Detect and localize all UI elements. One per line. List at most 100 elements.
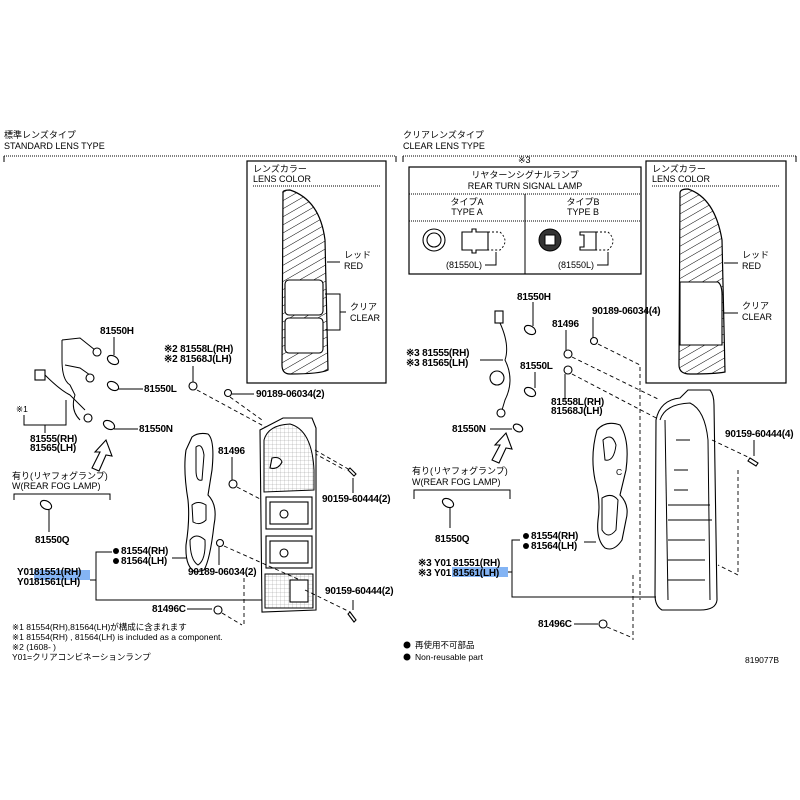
part-81550N[interactable]: 81550N	[452, 424, 486, 435]
left-lens-clear-area-2	[284, 317, 324, 354]
part-81550L[interactable]: 81550L	[144, 384, 177, 395]
part-81496C[interactable]: 81496C	[152, 604, 186, 615]
note-1-jp: ※1 81554(RH),81564(LH)が構成に含まれます	[12, 622, 187, 632]
part-81555[interactable]: ※3 81555(RH)	[406, 348, 469, 359]
non-reusable-dot-icon	[113, 558, 119, 564]
non-reusable-dot-icon	[523, 533, 529, 539]
part-90159[interactable]: 90159-60444(4)	[725, 429, 794, 440]
screw-90189-icon	[215, 538, 225, 548]
screw-90159-icon	[347, 467, 357, 477]
lens-red-jp: レッド	[344, 250, 371, 260]
bulb-81550Q-icon	[441, 497, 455, 509]
part-81550N[interactable]: 81550N	[139, 424, 173, 435]
type-a-en: TYPE A	[451, 207, 483, 217]
selected-part-highlight	[452, 567, 508, 577]
bulb-81550N-icon	[102, 419, 116, 431]
type-a-bulb-ref[interactable]: (81550L)	[446, 260, 482, 270]
fog-lamp-en: W(REAR FOG LAMP)	[12, 481, 101, 491]
part-81561-prefix: Y01	[17, 577, 35, 588]
part-81561[interactable]: 81561(LH)	[34, 577, 80, 588]
screw-90159-icon	[347, 611, 357, 623]
turn-signal-title-en: REAR TURN SIGNAL LAMP	[468, 181, 583, 191]
connector-icon	[34, 369, 46, 381]
lens-color-title-jp: レンズカラー	[652, 163, 706, 174]
bulb-type-a-icon	[461, 228, 489, 254]
right-wire-harness-81555	[489, 310, 511, 418]
part-81496[interactable]: 81496	[552, 319, 580, 330]
clip-81496-icon	[228, 479, 238, 489]
screw-90189-icon	[223, 388, 233, 398]
right-title-jp: クリアレンズタイプ	[403, 129, 484, 140]
part-81558L[interactable]: 81558L(RH)	[551, 397, 604, 408]
left-tail-lamp-assembly	[259, 417, 317, 613]
note3-mark: ※3	[518, 155, 531, 165]
left-lens-color-box: レンズカラー LENS COLOR レッド RED クリア CLEAR	[246, 160, 387, 384]
type-b-bulb-ref[interactable]: (81550L)	[558, 260, 594, 270]
part-81496C[interactable]: 81496C	[538, 619, 572, 630]
part-81550Q[interactable]: 81550Q	[35, 535, 70, 546]
fog-lamp-en: W(REAR FOG LAMP)	[412, 477, 501, 487]
part-81550H[interactable]: 81550H	[100, 326, 134, 337]
socket-81558L-icon	[563, 365, 573, 375]
part-81555[interactable]: 81555(RH)	[30, 434, 77, 445]
bulb-type-b-icon	[579, 231, 597, 251]
turn-signal-lamp-table: リヤターンシグナルランプ REAR TURN SIGNAL LAMP タイプA …	[408, 166, 642, 275]
part-81554[interactable]: 81554(RH)	[121, 546, 168, 557]
part-81551[interactable]: 81551(RH)	[453, 558, 500, 569]
part-81564[interactable]: 81564(LH)	[121, 556, 167, 567]
legend-non-reusable-jp: 再使用不可部品	[415, 640, 475, 650]
type-b-jp: タイプB	[566, 197, 599, 207]
part-81551-prefix: ※3 Y01	[418, 558, 452, 569]
part-90159-bot[interactable]: 90159-60444(2)	[325, 586, 394, 597]
right-lens-color-box: レンズカラー LENS COLOR レッド RED クリア CLEAR	[645, 160, 787, 384]
socket-81558L-icon	[188, 381, 198, 391]
right-section-clear-lens: クリアレンズタイプ CLEAR LENS TYPE ※3 リヤターンシグナルラン…	[402, 129, 797, 665]
part-81565[interactable]: ※3 81565(LH)	[406, 358, 468, 369]
part-81550L[interactable]: 81550L	[520, 361, 553, 372]
left-title-en: STANDARD LENS TYPE	[4, 141, 105, 151]
note-1-en: ※1 81554(RH) , 81564(LH) is included as …	[12, 632, 223, 642]
part-81551-prefix: Y01	[17, 567, 35, 578]
socket-icon	[83, 413, 93, 423]
part-90189[interactable]: 90189-06034(4)	[592, 306, 661, 317]
part-81564[interactable]: 81564(LH)	[531, 541, 577, 552]
fog-lamp-jp: 有り(リヤフォグランプ)	[412, 465, 508, 476]
bulb-81550L-icon	[523, 386, 537, 398]
clip-81496-icon	[563, 349, 573, 359]
part-81550Q[interactable]: 81550Q	[435, 534, 470, 545]
part-81496[interactable]: 81496	[218, 446, 246, 457]
non-reusable-dot-icon	[523, 543, 529, 549]
part-90159-top[interactable]: 90159-60444(2)	[322, 494, 391, 505]
direction-arrow-icon	[91, 438, 113, 472]
part-81568J[interactable]: ※2 81568J(LH)	[164, 354, 232, 365]
fog-lamp-jp: 有り(リヤフォグランプ)	[12, 470, 108, 481]
lens-red-en: RED	[344, 261, 364, 271]
part-81561[interactable]: 81561(LH)	[453, 568, 499, 579]
right-title-en: CLEAR LENS TYPE	[403, 141, 485, 151]
left-section-standard-lens: 標準レンズタイプ STANDARD LENS TYPE レンズカラー LENS …	[3, 129, 397, 662]
part-81568J[interactable]: 81568J(LH)	[551, 406, 603, 417]
bulb-81550Q-icon	[39, 499, 53, 511]
part-81550H[interactable]: 81550H	[517, 292, 551, 303]
part-90189-top[interactable]: 90189-06034(2)	[256, 389, 325, 400]
note-y01: Y01=クリアコンビネーションランプ	[12, 652, 151, 662]
part-81565[interactable]: 81565(LH)	[30, 443, 76, 454]
part-81551[interactable]: 81551(RH)	[34, 567, 81, 578]
right-lens-clear-area	[679, 281, 723, 346]
part-81554[interactable]: 81554(RH)	[531, 531, 578, 542]
bulb-81550H-icon	[523, 324, 537, 336]
gasket-mark-c: C	[616, 467, 622, 477]
lens-clear-jp: クリア	[350, 302, 377, 312]
clip-81496C-icon	[598, 619, 608, 629]
screw-90189-icon	[589, 336, 599, 346]
bulb-81550L-icon	[106, 380, 120, 392]
gasket-81554-shape	[592, 422, 628, 550]
diagram-id: 819077B	[745, 655, 779, 665]
lens-clear-jp: クリア	[742, 301, 769, 311]
socket-icon	[496, 408, 506, 418]
part-81561-prefix: ※3 Y01	[418, 568, 452, 579]
part-81558L[interactable]: ※2 81558L(RH)	[164, 344, 233, 355]
non-reusable-dot-icon	[113, 548, 119, 554]
part-90189-bot[interactable]: 90189-06034(2)	[188, 567, 257, 578]
